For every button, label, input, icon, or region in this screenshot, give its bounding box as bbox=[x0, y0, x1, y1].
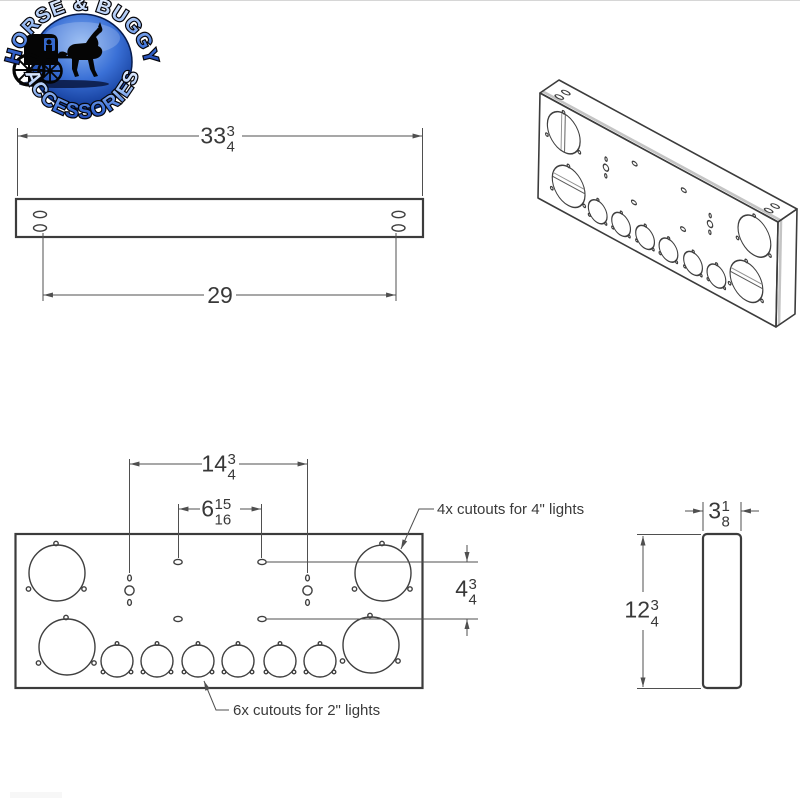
dim-screw-span-outer-num: 3 bbox=[228, 451, 236, 468]
dim-thickness-den: 8 bbox=[722, 514, 730, 531]
iso-right-edge-highlight bbox=[777, 219, 783, 326]
dim-panel-height-whole: 12 bbox=[624, 597, 650, 623]
iso-cutout-inner-wall-lines bbox=[552, 112, 763, 290]
iso-top-edge-highlight bbox=[541, 89, 781, 222]
logo-buggy-silhouette bbox=[12, 34, 80, 87]
callout-2in-leader bbox=[203, 680, 229, 711]
dim-panel-height bbox=[637, 534, 701, 689]
dim-thickness-num: 1 bbox=[722, 498, 730, 515]
logo-horse-buggy-accessories: HORSE & BUGGY ACCESSORIES bbox=[2, 0, 162, 125]
iso-outline bbox=[537, 79, 798, 328]
front-view-panel-outline bbox=[14, 532, 424, 690]
dim-screw-span-outer bbox=[129, 459, 308, 573]
dim-thickness-whole: 3 bbox=[708, 498, 721, 524]
iso-front-face-holes bbox=[544, 101, 773, 317]
dim-screw-span-inner bbox=[178, 504, 262, 558]
dim-screw-row-gap-den: 4 bbox=[469, 592, 477, 609]
dim-panel-height-num: 3 bbox=[651, 597, 659, 614]
dim-screw-row-gap-num: 3 bbox=[469, 576, 477, 593]
side-view: 3 1 8 12 3 4 bbox=[624, 498, 759, 690]
front-view: 14 3 4 6 15 16 4 3 4 4x cutouts for 4" bbox=[14, 451, 584, 719]
dim-screw-span-inner-den: 16 bbox=[215, 512, 232, 529]
logo-horse-silhouette bbox=[57, 22, 103, 78]
page-top-border bbox=[0, 0, 800, 1]
dim-screw-row-gap bbox=[266, 545, 478, 636]
dim-thickness bbox=[685, 502, 759, 531]
dim-overall-width-den: 4 bbox=[227, 139, 235, 156]
dim-screw-row-gap-whole: 4 bbox=[455, 576, 468, 602]
logo-ground-shadow bbox=[19, 80, 109, 88]
top-view: 33 3 4 29 bbox=[14, 123, 425, 308]
isometric-view bbox=[537, 79, 798, 328]
dim-panel-height-den: 4 bbox=[651, 614, 659, 631]
dim-screw-span-inner-num: 15 bbox=[215, 496, 232, 513]
faint-watermark bbox=[10, 792, 62, 798]
dim-screw-span-outer-den: 4 bbox=[228, 467, 236, 484]
dim-screw-span-outer-whole: 14 bbox=[201, 451, 227, 477]
dim-overall-width-num: 3 bbox=[227, 123, 235, 140]
dim-slot-span bbox=[42, 233, 397, 301]
top-view-mounting-slots bbox=[32, 210, 406, 232]
dim-overall-width-whole: 33 bbox=[200, 123, 226, 149]
callout-4in-leader bbox=[400, 508, 434, 550]
iso-faces bbox=[538, 80, 797, 327]
callout-2in-lights: 6x cutouts for 2" lights bbox=[233, 702, 380, 719]
side-view-panel-outline bbox=[701, 532, 743, 690]
dim-overall-width bbox=[17, 128, 423, 196]
dim-screw-span-inner-whole: 6 bbox=[201, 496, 214, 522]
dim-slot-span-whole: 29 bbox=[207, 282, 233, 308]
callout-4in-lights: 4x cutouts for 4" lights bbox=[437, 501, 584, 518]
iso-top-face-slots bbox=[554, 89, 781, 214]
top-view-panel-outline bbox=[14, 197, 425, 239]
